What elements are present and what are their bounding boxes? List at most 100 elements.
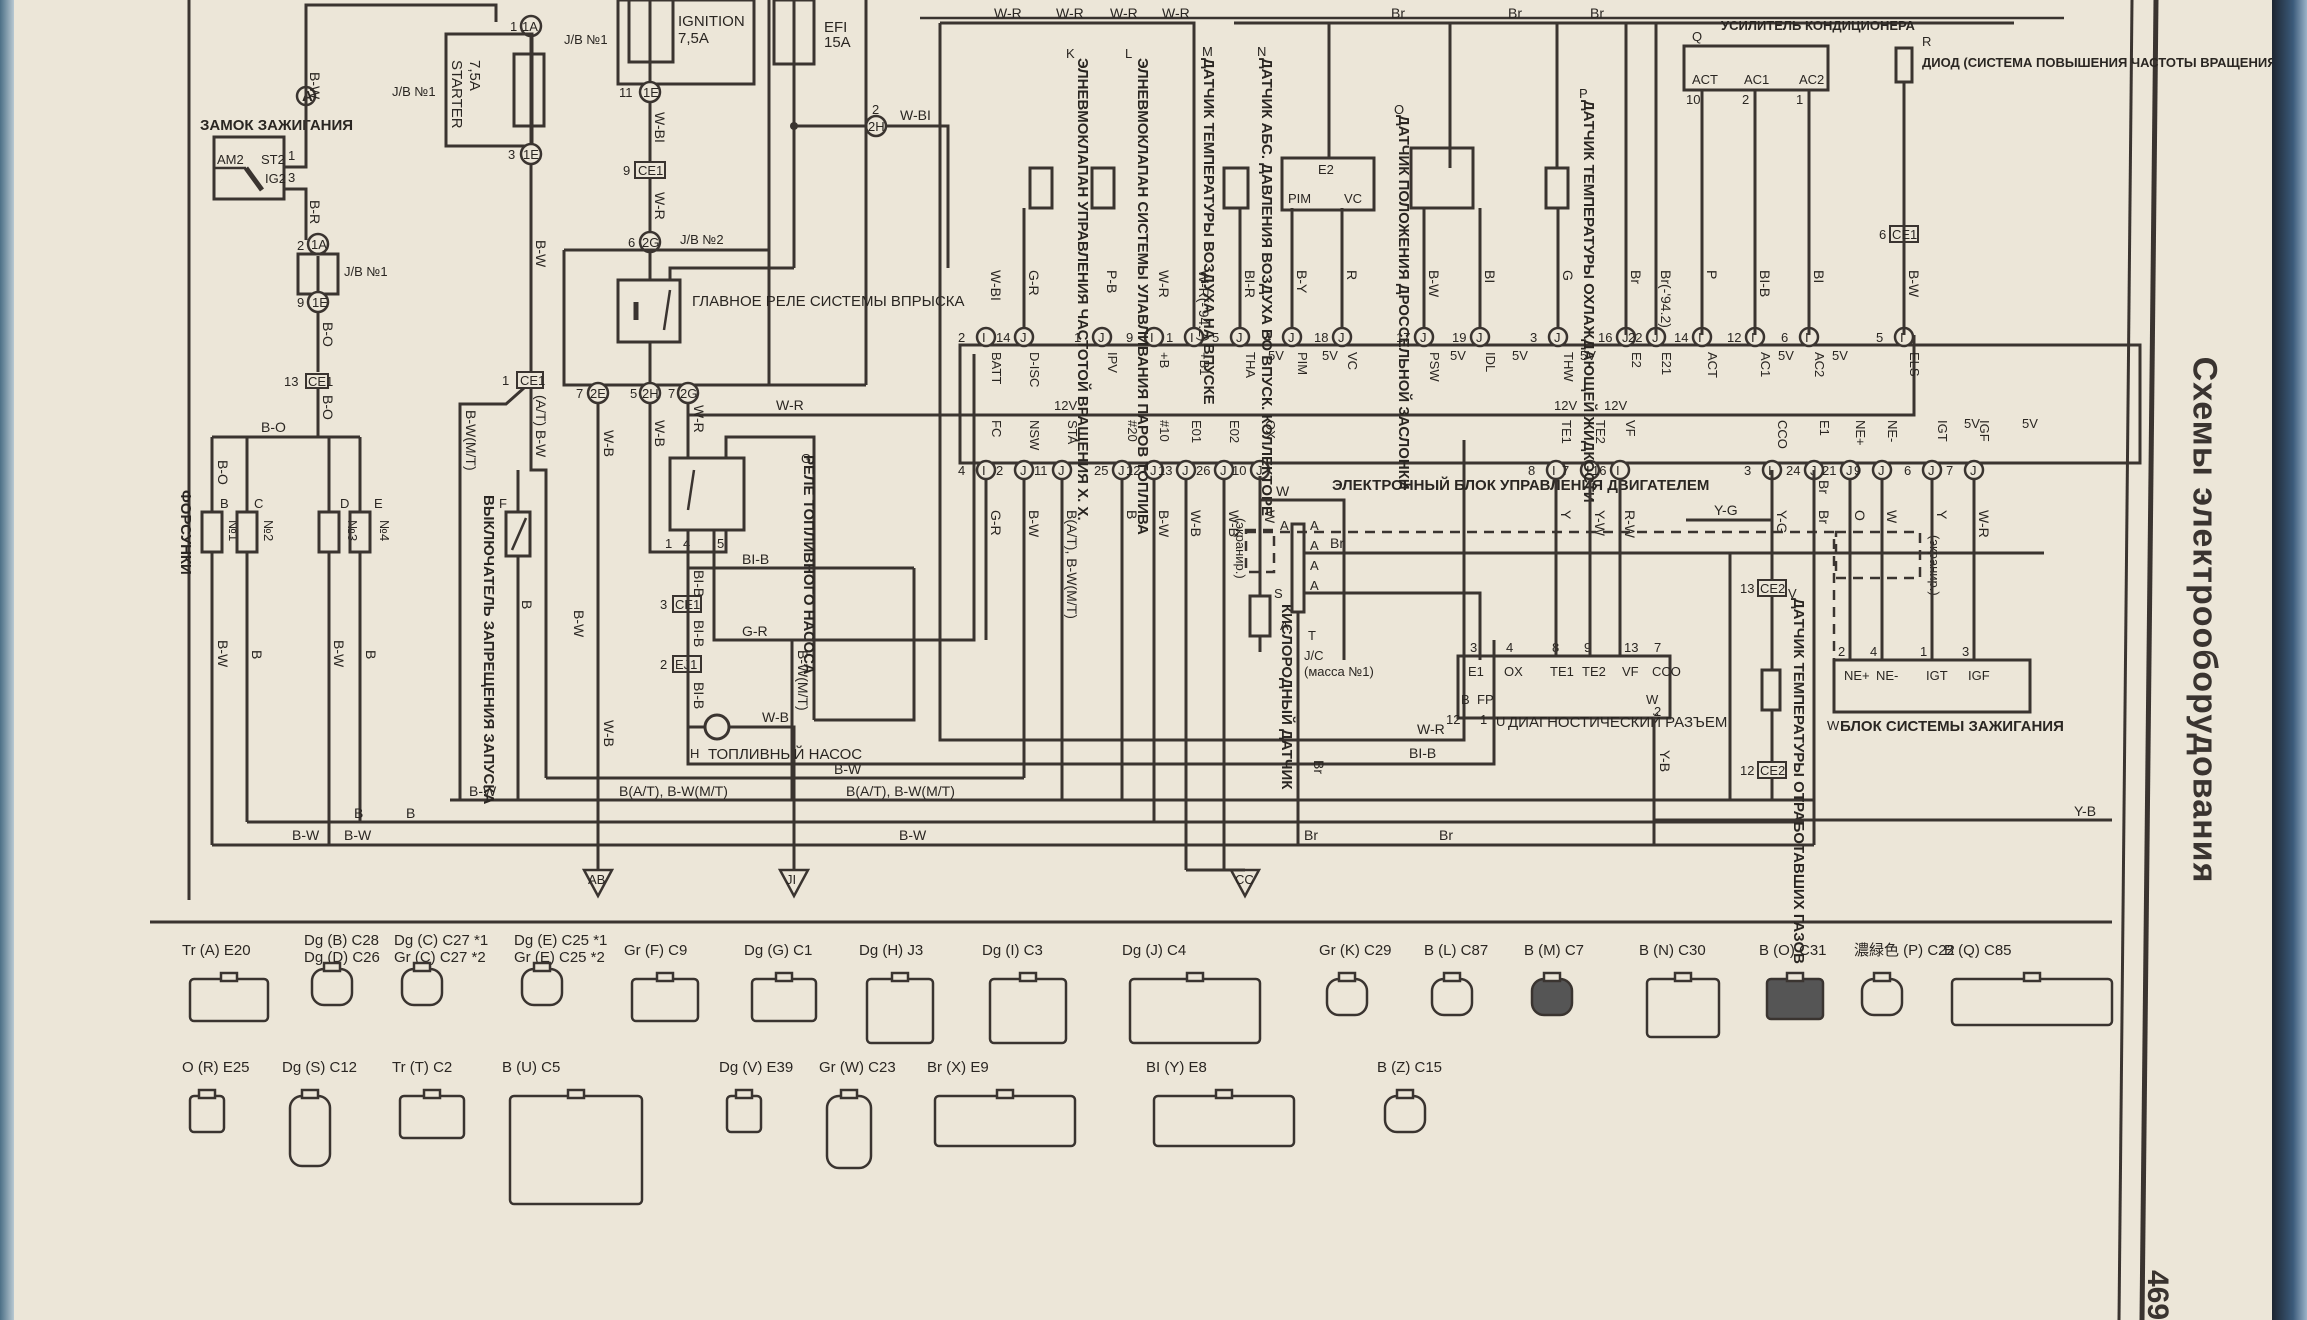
jc-sublabel: (масса №1): [1304, 664, 1374, 679]
idle-up-diode: CE1 6 R ДИОД (СИСТЕМА ПОВЫШЕНИЯ ЧАСТОТЫ …: [1879, 34, 2272, 335]
coolant-temp-sensor: ДАТЧИК ТЕМПЕРАТУРЫ ОХЛАЖДАЮЩЕЙ ЖИДКОСТИ …: [1544, 23, 1598, 503]
intake-temp-label: ДАТЧИК ТЕМПЕРАТУРЫ ВОЗДУХА НА ВПУСКЕ: [1200, 58, 1217, 405]
wire-label: Br: [1439, 827, 1453, 843]
wire-label: B-R: [307, 200, 323, 224]
connector-shape-icon: [1860, 977, 1904, 1017]
legend-connector-e: Dg (E) C25 *1Gr (E) C25 *2: [514, 932, 607, 1007]
wire-color: Y: [1558, 510, 1574, 520]
ecu-pin-b1: I1+B1W-R(-'94.2): [1166, 270, 1212, 376]
terminal-name: NE+: [1853, 420, 1868, 446]
wire-color: B-W: [1026, 510, 1042, 538]
connector-letter: I: [982, 330, 986, 345]
legend-connector-z: B (Z) C15: [1377, 1059, 1442, 1134]
connector-code: 2E: [590, 386, 606, 401]
terminal-name: E21: [1659, 352, 1674, 375]
pin-number: 3: [1530, 330, 1537, 345]
pin-label: 4: [1870, 644, 1877, 659]
connector-letter: I: [1805, 330, 1809, 345]
injector-number: №3: [345, 520, 360, 541]
wire-color: G-R: [988, 510, 1004, 536]
connector-letter: J: [1098, 330, 1105, 345]
connector-code: 1A: [311, 237, 327, 252]
connector-label: 濃緑色 (P) C22: [1854, 942, 1955, 959]
terminal-label: IGT: [1926, 668, 1948, 683]
terminal-name: E01: [1189, 420, 1204, 443]
pin-label: 2: [1654, 704, 1661, 719]
wire-color: B-W: [1156, 510, 1172, 538]
terminal-label: TE2: [1582, 664, 1606, 679]
shield: [1244, 528, 1276, 574]
wire-color: W-B: [1188, 510, 1204, 537]
legend-connector-r: O (R) E25: [182, 1059, 250, 1134]
connector-shape-icon: [988, 977, 1068, 1045]
injectors-label: ФОРСУНКИ: [177, 490, 194, 575]
wire-label: B-O: [320, 395, 336, 420]
pin-number: 7: [1946, 463, 1953, 478]
connector-shape-icon: [865, 977, 935, 1045]
wire-label: BI-B: [691, 570, 707, 597]
injector-letter: B: [220, 496, 229, 511]
connector-code: 2G: [642, 235, 659, 250]
wire-color: R-W: [1622, 510, 1638, 539]
exhaust-temp-sensor: CE2 13 CE2 12 ДАТЧИК ТЕМПЕРАТУРЫ ОТРАБОТ…: [1740, 470, 1807, 964]
wire-color: G-R: [1026, 270, 1042, 296]
terminal-name: FC: [989, 420, 1004, 437]
terminal-name: E2: [1629, 352, 1644, 368]
component-letter: F: [499, 496, 507, 511]
pin-number: 9: [1126, 330, 1133, 345]
pin-number: 1: [502, 373, 509, 388]
section-title-text: Схемы электрооборудования: [2185, 356, 2224, 884]
throttle-position-sensor: ДАТЧИК ПОЛОЖЕНИЯ ДРОССЕЛЬНОЙ ЗАСЛОНКИ O: [1394, 23, 1475, 490]
supply-5v: 5V: [1450, 348, 1466, 363]
wire-label: B: [406, 805, 415, 821]
legend-connector-x: Br (X) E9: [927, 1059, 1077, 1148]
connector-code: 2H: [642, 386, 659, 401]
terminal-name: NSW: [1027, 420, 1042, 451]
wire-label: B: [363, 650, 379, 659]
connector-label: B (Q) C85: [1944, 942, 2012, 959]
section-title: Схемы электрооборудования: [2184, 340, 2224, 900]
connector-latch-icon: [1442, 971, 1462, 983]
manual-page: A ЗАМОК ЗАЖИГАНИЯ AM2 ST2 IG2 1 3 B-W B-…: [14, 0, 2272, 1320]
pin-number: 16: [1598, 330, 1612, 345]
connector-shape-icon: [1430, 977, 1474, 1017]
wire-label: Br: [1508, 5, 1522, 21]
terminal-name: STA: [1065, 420, 1080, 445]
wire-label: Br: [1391, 5, 1405, 21]
pin-number: 3: [660, 597, 667, 612]
terminal-name: #10: [1157, 420, 1172, 442]
connector-letter: I: [1768, 463, 1772, 478]
pin-label: A: [1310, 558, 1319, 573]
wire-color: P-B: [1104, 270, 1120, 293]
connector-latch-icon: [1018, 971, 1038, 983]
connector-shape-icon: [1530, 977, 1574, 1017]
connector-code: 1E: [523, 147, 539, 162]
wire-color: Y-G: [1774, 510, 1790, 534]
pin-number: 4: [958, 463, 965, 478]
wire-label: W-B: [601, 720, 617, 747]
pin-number: 7: [576, 386, 583, 401]
igniter-label: БЛОК СИСТЕМЫ ЗАЖИГАНИЯ: [1840, 718, 2064, 735]
start-inhibit-switch: F ВЫКЛЮЧАТЕЛЬ ЗАПРЕЩЕНИЯ ЗАПУСКА: [480, 470, 532, 805]
connector-latch-icon: [412, 961, 432, 973]
pin-label: 3: [1962, 644, 1969, 659]
pin-number: 6: [628, 235, 635, 250]
connector-label: Dg (V) E39: [719, 1059, 793, 1076]
isc-valve: ЭЛНЕВМОКЛАПАН УПРАВЛЕНИЯ ЧАСТОТОЙ ВРАЩЕН…: [1028, 46, 1092, 521]
wire-label: (A/T) B-W: [533, 395, 549, 458]
pin-number: 10: [1232, 463, 1246, 478]
terminal-label: NE-: [1876, 668, 1898, 683]
pin-number: 25: [1094, 463, 1108, 478]
wire-label: W-R: [994, 5, 1022, 21]
connector-letter: I: [1586, 463, 1590, 478]
legend-connector-l: B (L) C87: [1424, 942, 1488, 1017]
connector-letter: I: [982, 463, 986, 478]
intake-air-temp-sensor: ДАТЧИК ТЕМПЕРАТУРЫ ВОЗДУХА НА ВПУСКЕ M: [1200, 44, 1250, 405]
connector-latch-icon: [532, 961, 552, 973]
